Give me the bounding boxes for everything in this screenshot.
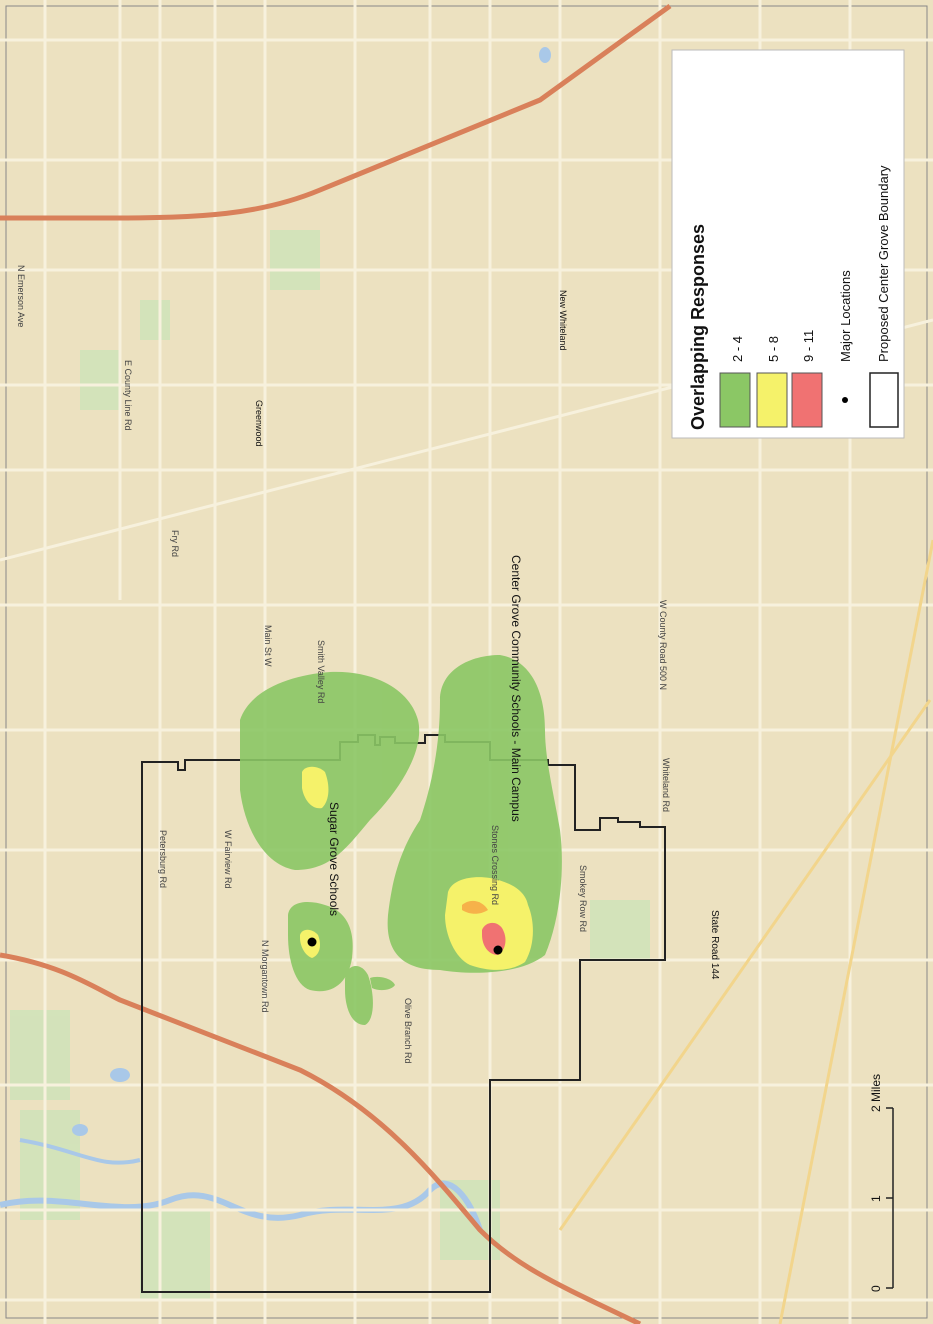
sugar-grove-location-icon[interactable] [307,937,317,947]
scale-tick-2: 2 Miles [869,1074,883,1112]
road-label-fry: Fry Rd [170,530,180,557]
legend-swatch-9-11 [791,372,823,428]
label-center-grove: Center Grove Community Schools - Main Ca… [509,555,523,822]
highways [0,3,672,1324]
road-label-county-line: E County Line Rd [123,360,133,431]
legend-label-5-8: 5 - 8 [766,336,781,362]
label-new-whiteland: New Whiteland [558,290,568,351]
road-label-whiteland: Whiteland Rd [661,758,671,812]
road-label-main-st: Main St W [263,625,273,667]
legend-dot-icon [842,397,848,403]
river [0,47,551,1231]
scale-tick-1: 1 [869,1195,883,1202]
road-label-emerson: N Emerson Ave [16,265,26,327]
legend-swatch-boundary [869,372,899,428]
secondary-roads [558,539,933,1324]
orange-margin [462,900,488,914]
legend-label-2-4: 2 - 4 [730,336,745,362]
legend-title: Overlapping Responses [688,224,708,430]
legend-major-locations: Major Locations [838,270,853,362]
legend: Overlapping Responses 2 - 4 5 - 8 9 - 11… [671,49,905,439]
road-label-petersburg: Petersburg Rd [158,830,168,888]
legend-label-9-11: 9 - 11 [801,330,816,362]
legend-box [671,49,905,439]
road-label-smokey-row: Smokey Row Rd [578,865,588,932]
legend-swatch-2-4 [719,372,751,428]
label-state-road: State Road 144 [709,910,720,980]
road-label-morgantown: N Morgantown Rd [260,940,270,1013]
road-labels: Smith Valley Rd Stones Crossing Rd Olive… [16,265,671,1064]
legend-swatch-5-8 [756,372,788,428]
map-frame [5,5,928,1319]
road-label-fairview: W Fairview Rd [223,830,233,889]
road-label-stones-crossing: Stones Crossing Rd [490,825,500,905]
scale-bar: 0 1 2 Miles [869,1074,894,1292]
road-label-olive-branch: Olive Branch Rd [403,998,413,1064]
label-sugar-grove: Sugar Grove Schools [327,802,341,916]
road-label-smith-valley: Smith Valley Rd [316,640,326,703]
road-label-county-road: W County Road 500 N [658,600,668,690]
place-labels: Sugar Grove Schools Center Grove Communi… [254,290,720,980]
center-grove-location-icon[interactable] [493,945,503,955]
legend-boundary: Proposed Center Grove Boundary [876,165,891,362]
label-greenwood: Greenwood [254,400,264,447]
scale-tick-0: 0 [869,1285,883,1292]
